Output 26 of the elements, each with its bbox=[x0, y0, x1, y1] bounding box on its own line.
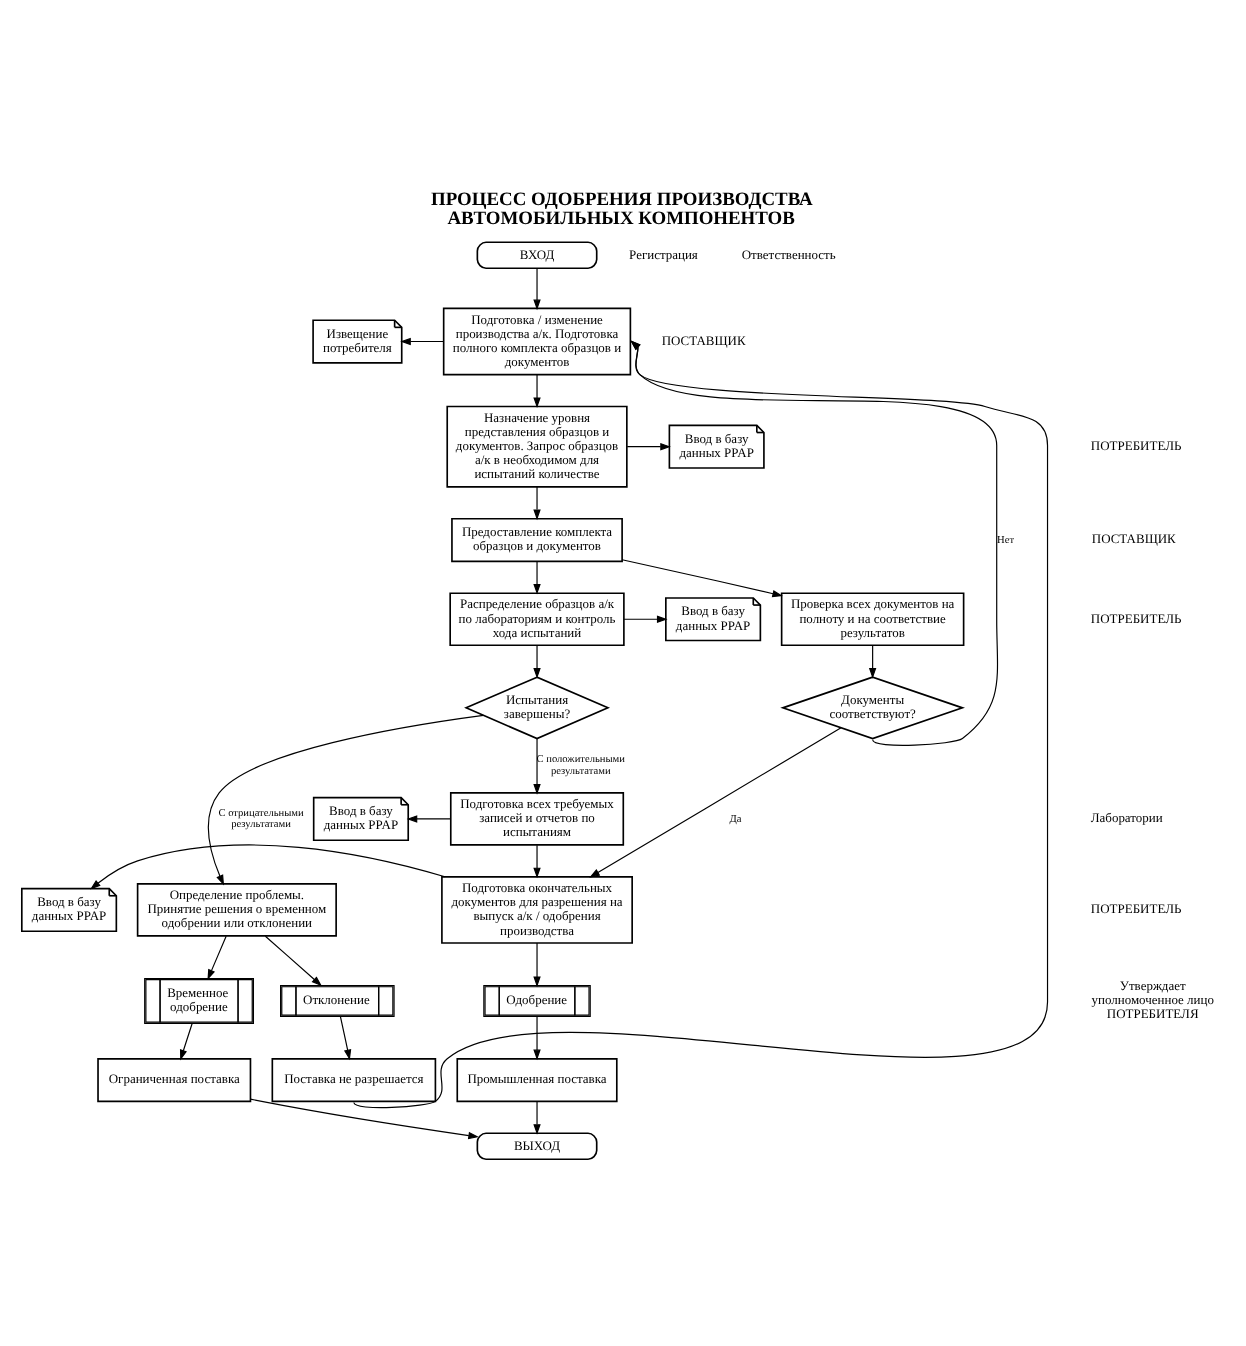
arrow bbox=[207, 714, 484, 886]
arrow bbox=[400, 337, 445, 346]
arrow bbox=[533, 486, 541, 521]
arrow bbox=[589, 727, 842, 878]
arrow bbox=[533, 644, 541, 679]
arrow bbox=[533, 560, 541, 595]
arrow bbox=[533, 942, 541, 988]
arrow bbox=[533, 1015, 541, 1061]
arrow bbox=[533, 844, 541, 879]
arrow bbox=[623, 615, 668, 623]
arrow bbox=[533, 374, 541, 409]
arrow bbox=[533, 1100, 541, 1135]
arrow bbox=[249, 1098, 479, 1140]
arrow bbox=[339, 1015, 352, 1061]
arrow bbox=[179, 1022, 193, 1061]
arrow bbox=[533, 267, 541, 311]
arrow bbox=[626, 442, 671, 451]
arrow bbox=[868, 644, 877, 679]
arrow bbox=[90, 844, 446, 890]
arrow bbox=[264, 935, 322, 987]
arrow bbox=[207, 935, 227, 981]
arrow bbox=[621, 559, 783, 598]
arrow bbox=[406, 815, 452, 823]
arrow bbox=[630, 340, 999, 746]
arrow bbox=[353, 340, 1049, 1109]
diagram-title: ПРОЦЕСС ОДОБРЕНИЯ ПРОИЗВОДСТВА АВТОМОБИЛЬНЫХ КОМПОНЕНТОВ bbox=[430, 191, 813, 231]
